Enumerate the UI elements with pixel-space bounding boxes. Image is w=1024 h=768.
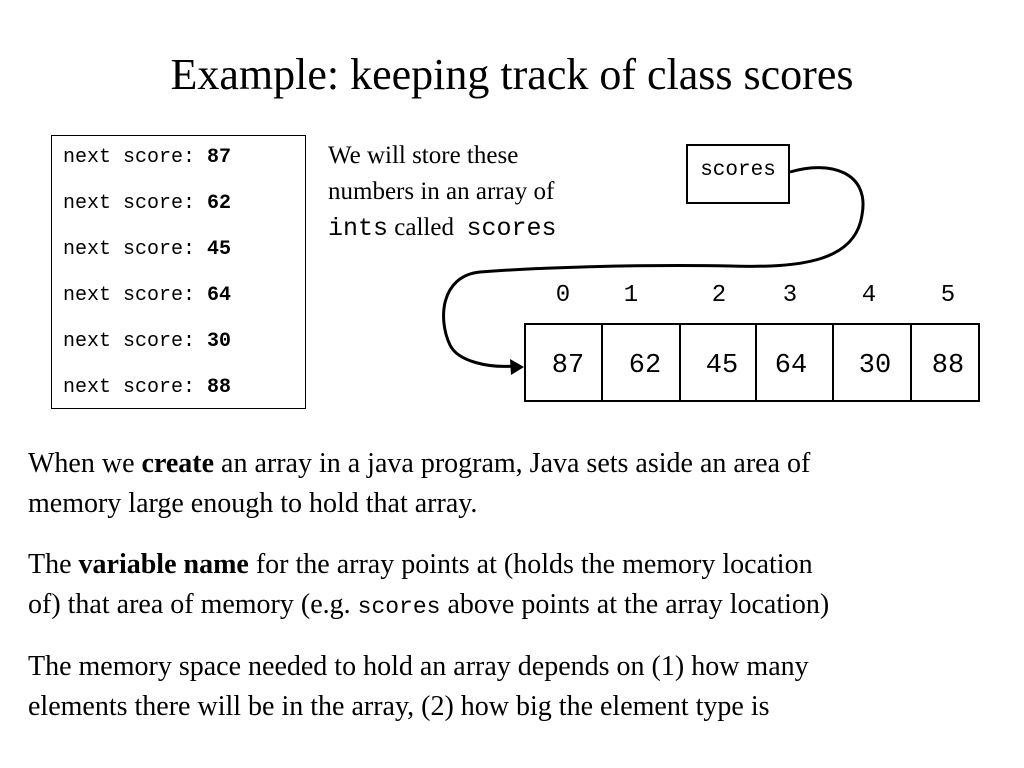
array-note: We will store these numbers in an array … <box>328 138 628 247</box>
array-index: 4 <box>861 282 877 309</box>
paragraph-line: of) that area of memory (e.g. scores abo… <box>28 589 830 620</box>
array-cell: 88 <box>931 351 965 381</box>
cell-divider <box>755 325 757 400</box>
score-line: next score: 45 <box>63 238 231 262</box>
score-prompt: next score: <box>63 330 196 353</box>
array-index: 3 <box>782 282 798 309</box>
score-value: 30 <box>207 330 232 353</box>
cell-divider <box>832 325 834 400</box>
cell-divider <box>601 325 603 400</box>
inline-code: scores <box>357 594 441 620</box>
score-value: 62 <box>207 192 232 215</box>
paragraph-variable-name: The variable name for the array points a… <box>28 545 1018 627</box>
note-ints: ints <box>328 214 389 243</box>
array-cell: 62 <box>628 351 662 381</box>
paragraph-line: elements there will be in the array, (2)… <box>28 691 770 722</box>
array-index: 0 <box>555 282 571 309</box>
score-prompt: next score: <box>63 284 196 307</box>
score-prompt: next score: <box>63 146 196 169</box>
cell-divider <box>679 325 681 400</box>
score-input-box: next score: 87 next score: 62 next score… <box>51 135 306 409</box>
paragraph-line: memory large enough to hold that array. <box>28 488 478 519</box>
score-prompt: next score: <box>63 238 196 261</box>
note-var: scores <box>466 214 557 243</box>
score-line: next score: 64 <box>63 284 231 308</box>
paragraph-line: The variable name for the array points a… <box>28 549 813 580</box>
array-index: 1 <box>623 282 639 309</box>
note-line-1: We will store these <box>328 142 519 169</box>
array-index: 2 <box>711 282 727 309</box>
cell-divider <box>910 325 912 400</box>
array-cell: 30 <box>858 351 892 381</box>
score-line: next score: 30 <box>63 330 231 354</box>
note-line-2: numbers in an array of <box>328 178 555 205</box>
score-line: next score: 88 <box>63 376 231 400</box>
score-value: 88 <box>207 376 232 399</box>
score-line: next score: 62 <box>63 192 231 216</box>
paragraph-create: When we create an array in a java progra… <box>28 444 1018 524</box>
score-prompt: next score: <box>63 376 196 399</box>
array-cell: 45 <box>705 351 739 381</box>
score-value: 64 <box>207 284 232 307</box>
score-value: 87 <box>207 146 232 169</box>
scores-array: 87 62 45 64 30 88 <box>524 323 980 402</box>
score-value: 45 <box>207 238 232 261</box>
slide-title: Example: keeping track of class scores <box>170 50 854 99</box>
reference-arrow-head <box>510 359 524 375</box>
paragraph-memory-space: The memory space needed to hold an array… <box>28 647 1018 727</box>
array-index: 5 <box>940 282 956 309</box>
score-line: next score: 87 <box>63 146 231 170</box>
scores-variable-box: scores <box>686 144 790 204</box>
note-line-3: ints called scores <box>328 210 628 247</box>
note-called: called <box>394 214 454 241</box>
array-cell: 87 <box>551 351 585 381</box>
paragraph-line: When we create an array in a java progra… <box>28 448 811 479</box>
array-cell: 64 <box>774 351 808 381</box>
score-prompt: next score: <box>63 192 196 215</box>
paragraph-line: The memory space needed to hold an array… <box>28 651 809 682</box>
